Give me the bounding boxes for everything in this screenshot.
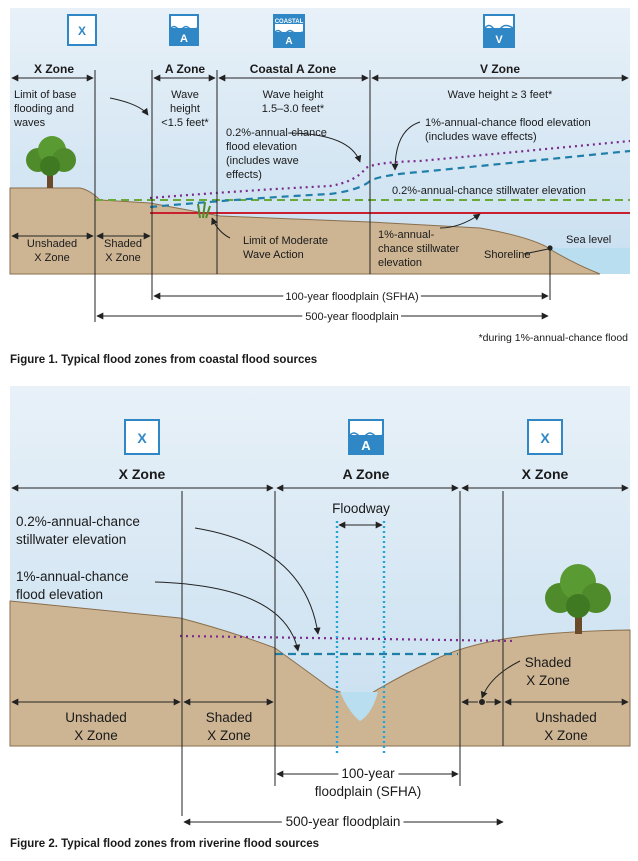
fp500-label: 500-year floodplain xyxy=(305,311,399,323)
fp100-line-1: 100-year xyxy=(341,766,395,781)
figure1-caption: Figure 1. Typical flood zones from coast… xyxy=(10,354,318,366)
flood1-line-1: 1%-annual-chance flood elevation xyxy=(425,117,591,129)
svg-text:V: V xyxy=(495,34,503,46)
v-zone-label: V Zone xyxy=(480,62,520,76)
flood02-line-1: 0.2%-annual-chance xyxy=(226,127,327,139)
lima-line-1: Limit of Moderate xyxy=(243,235,328,247)
wave-coastal-line-2: 1.5–3.0 feet* xyxy=(262,103,325,115)
shaded-left-line-2: X Zone xyxy=(207,728,251,743)
svg-text:A: A xyxy=(180,33,188,45)
x-zone-label: X Zone xyxy=(34,62,74,76)
shaded-line-1: Shaded xyxy=(104,238,142,250)
footnote: *during 1%-annual-chance flood xyxy=(479,332,629,344)
floodway-label: Floodway xyxy=(332,501,390,516)
stillwater1-line-2: chance stillwater xyxy=(378,243,460,255)
shaded-x-pointer-dot xyxy=(479,699,485,705)
shaded-right-line-1: Shaded xyxy=(525,655,572,670)
river-water xyxy=(340,692,378,721)
unshaded-right-line-2: X Zone xyxy=(544,728,588,743)
wave-a-line-2: height xyxy=(170,103,200,115)
flood1-line-2-2: flood elevation xyxy=(16,587,103,602)
fp100-label: 100-year floodplain (SFHA) xyxy=(285,291,418,303)
purple-dotted-line xyxy=(179,634,516,643)
unshaded-line-2: X Zone xyxy=(34,252,69,264)
stillwater1-line-3: elevation xyxy=(378,257,422,269)
wave-v-label: Wave height ≥ 3 feet* xyxy=(448,89,553,101)
ground xyxy=(9,187,601,275)
lima-line-2: Wave Action xyxy=(243,249,304,261)
unshaded-line-1: Unshaded xyxy=(27,238,77,250)
unshaded-left-line-2: X Zone xyxy=(74,728,118,743)
flood02-line-4: effects) xyxy=(226,169,262,181)
flood02-line-2: flood elevation xyxy=(226,141,297,153)
ground-2 xyxy=(9,600,631,747)
x-zone-left-icon: X xyxy=(124,419,160,455)
still02-line-1: 0.2%-annual-chance xyxy=(16,514,140,529)
wave-a-line-3: <1.5 feet* xyxy=(161,117,209,129)
flood02-line-3: (includes wave xyxy=(226,155,299,167)
teal-1pct-flood-line xyxy=(149,149,631,209)
unshaded-right-line-1: Unshaded xyxy=(535,710,597,725)
svg-text:COASTAL: COASTAL xyxy=(275,19,304,25)
stillwater02-label: 0.2%-annual-chance stillwater elevation xyxy=(392,185,586,197)
x-zone-right-icon: X xyxy=(527,419,563,455)
stillwater1-line-1: 1%-annual- xyxy=(378,229,435,241)
sea-water xyxy=(548,248,630,274)
shoreline-label: Shoreline xyxy=(484,249,530,261)
svg-text:A: A xyxy=(285,36,292,47)
figure1-diagram: X A COASTAL A V X Zone A Zone Coastal A … xyxy=(9,8,631,344)
wave-coastal-line-1: Wave height xyxy=(263,89,324,101)
figure2-diagram: X A X X Zone A Zone X Zone Floodway 0.2%… xyxy=(9,386,631,833)
still02-line-2: stillwater elevation xyxy=(16,532,126,547)
x-zone-right-label: X Zone xyxy=(522,466,569,482)
tree xyxy=(26,136,76,188)
shaded-right-line-2: X Zone xyxy=(526,673,570,688)
figure2-caption: Figure 2. Typical flood zones from river… xyxy=(10,838,320,850)
svg-text:X: X xyxy=(78,24,86,38)
shaded-line-2: X Zone xyxy=(105,252,140,264)
sea-level-label: Sea level xyxy=(566,234,611,246)
flood1-line-2: (includes wave effects) xyxy=(425,131,537,143)
limit-base-line-2: flooding and xyxy=(14,103,74,115)
limit-base-line-1: Limit of base xyxy=(14,89,76,101)
a-zone-icon-2: A xyxy=(348,419,384,455)
svg-text:A: A xyxy=(361,438,371,453)
coastal-a-zone-icon: COASTAL A xyxy=(273,14,305,48)
svg-text:X: X xyxy=(540,430,550,446)
unshaded-left-line-1: Unshaded xyxy=(65,710,127,725)
shaded-left-line-1: Shaded xyxy=(206,710,253,725)
a-zone-label-2: A Zone xyxy=(343,466,390,482)
svg-text:X: X xyxy=(137,430,147,446)
x-zone-left-label: X Zone xyxy=(119,466,166,482)
fp500-label-2: 500-year floodplain xyxy=(286,814,401,829)
fp100-line-2: floodplain (SFHA) xyxy=(315,784,422,799)
v-zone-icon: V xyxy=(483,14,515,48)
sea-level-dot xyxy=(547,245,553,251)
a-zone-label: A Zone xyxy=(165,62,206,76)
grass-tuft xyxy=(197,201,211,219)
x-zone-icon: X xyxy=(67,14,97,46)
a-zone-icon: A xyxy=(169,14,199,46)
wave-a-line-1: Wave xyxy=(171,89,199,101)
tree-2 xyxy=(545,564,611,634)
coastal-a-zone-label: Coastal A Zone xyxy=(250,62,337,76)
flood1-line-1-2: 1%-annual-chance xyxy=(16,569,129,584)
limit-base-line-3: waves xyxy=(13,117,46,129)
